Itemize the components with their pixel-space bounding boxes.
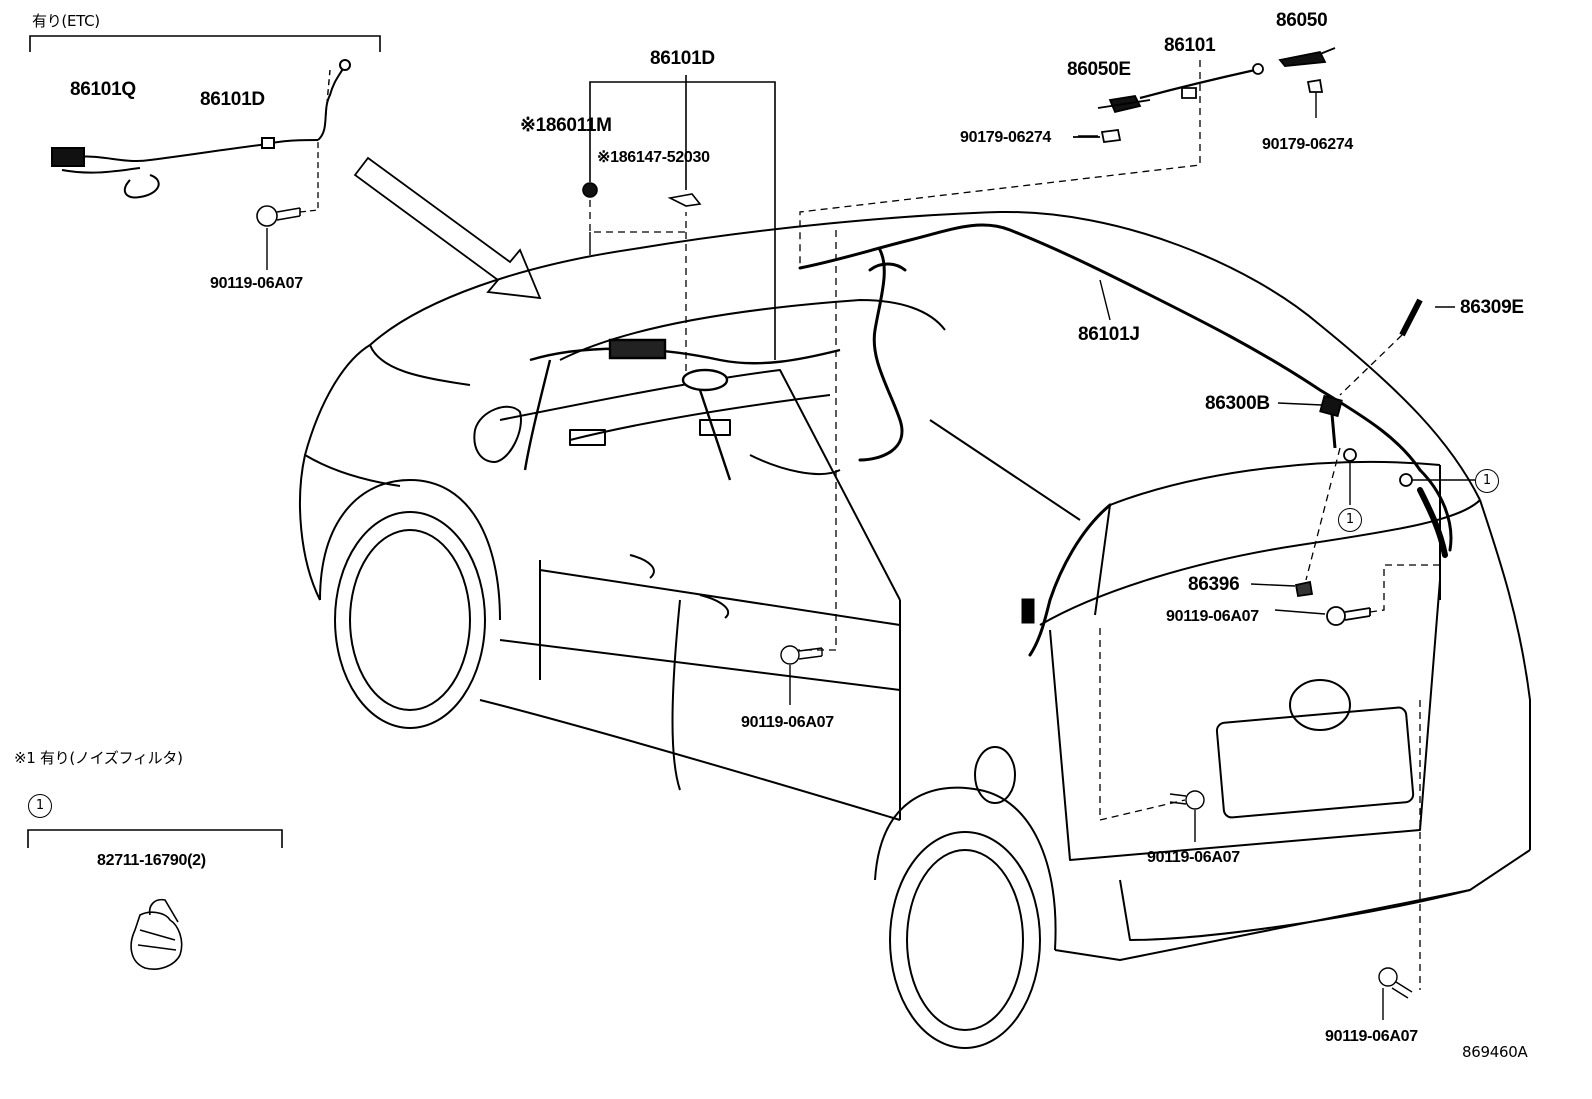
part-86011M: ※186011M (520, 115, 612, 136)
noise-filter-bracket (28, 830, 282, 848)
part-90119-rear: 90119-06A07 (1166, 608, 1259, 625)
part-90119-center: 90119-06A07 (741, 714, 834, 731)
etc-header: 有り(ETC) (32, 12, 100, 30)
diagram-id: 869460A (1462, 1043, 1528, 1061)
part-86101D-top: 86101D (650, 48, 715, 69)
part-86101Q: 86101Q (70, 79, 136, 100)
part-86300B: 86300B (1205, 393, 1270, 414)
part-90179-right: 90179-06274 (1262, 136, 1354, 153)
callout-1-right: 1 (1475, 469, 1499, 493)
front-harness (525, 340, 840, 480)
noise-filter-note: ※1 有り(ノイズフィルタ) (14, 749, 183, 767)
rear-parts (1296, 300, 1475, 625)
part-90119-etc: 90119-06A07 (210, 275, 303, 292)
etc-bolt (257, 140, 318, 270)
part-90119-bottom: 90119-06A07 (1325, 1028, 1418, 1045)
part-86050E: 86050E (1067, 59, 1131, 80)
part-86147-52030: ※186147-52030 (597, 149, 710, 166)
roof-harness (800, 225, 1451, 655)
vehicle-body (300, 212, 1530, 1048)
noise-filter-part (131, 900, 182, 969)
part-90119-lower: 90119-06A07 (1147, 849, 1240, 866)
part-82711-16790: 82711-16790(2) (97, 852, 206, 869)
roof-parts (800, 48, 1335, 268)
direction-arrow (355, 158, 540, 298)
part-86396: 86396 (1188, 574, 1240, 595)
part-86050: 86050 (1276, 10, 1328, 31)
callout-1-mid: 1 (1338, 508, 1362, 532)
part-86101: 86101 (1164, 35, 1216, 56)
etc-harness (52, 60, 350, 198)
part-86101D-etc: 86101D (200, 89, 265, 110)
top-harness-bracket (583, 75, 775, 380)
part-90179-left: 90179-06274 (960, 129, 1052, 146)
part-86309E: 86309E (1460, 297, 1524, 318)
etc-group-bracket (30, 36, 380, 52)
part-86101J: 86101J (1078, 324, 1140, 345)
leader-lines (590, 136, 1455, 1020)
noise-filter-ref-mark: 1 (28, 794, 52, 818)
